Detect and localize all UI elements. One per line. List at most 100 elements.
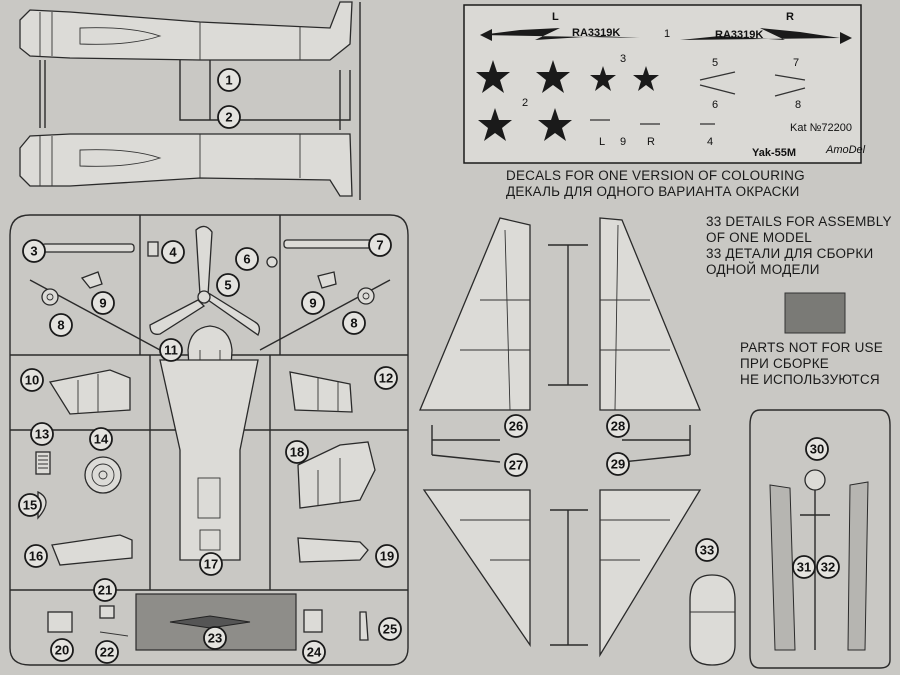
part-number-19: 19: [375, 544, 399, 568]
svg-text:12: 12: [379, 371, 393, 386]
decal-number-3: 3: [620, 53, 626, 65]
part-number-2: 2: [217, 105, 241, 129]
part-number-24: 24: [302, 640, 326, 664]
part-number-4: 4: [161, 240, 185, 264]
part-number-12: 12: [374, 366, 398, 390]
part-callouts: 1 2 3 4 5 6 7 8 9 9 8 10 11 12 13 14 15 …: [18, 68, 840, 664]
part-number-9: 9: [91, 291, 115, 315]
part-number-23: 23: [203, 626, 227, 650]
not-for-use-caption: PARTS NOT FOR USE ПРИ СБОРКЕ НЕ ИСПОЛЬЗУ…: [740, 340, 883, 388]
part-number-27: 27: [504, 453, 528, 477]
svg-text:33: 33: [700, 543, 714, 558]
svg-text:9: 9: [99, 296, 106, 311]
registration-left: RA3319K: [572, 27, 620, 39]
svg-text:8: 8: [350, 316, 357, 331]
part-number-6: 6: [235, 247, 259, 271]
decal-number-8: 8: [795, 99, 801, 111]
main-sprue-parts: [35, 225, 377, 651]
details-caption-ru-1: 33 ДЕТАЛИ ДЛЯ СБОРКИ: [706, 246, 874, 261]
decal-number-4: 4: [707, 136, 713, 148]
svg-text:31: 31: [797, 560, 811, 575]
decal-sheet: [463, 4, 862, 164]
part-number-29: 29: [606, 452, 630, 476]
svg-text:16: 16: [29, 549, 43, 564]
details-caption-en-1: 33 DETAILS FOR ASSEMBLY: [706, 214, 892, 229]
part-number-8b: 8: [342, 311, 366, 335]
part-number-9b: 9: [301, 291, 325, 315]
main-sprue-frame: [9, 214, 409, 666]
part-number-8: 8: [49, 313, 73, 337]
part-number-10: 10: [20, 368, 44, 392]
svg-text:24: 24: [307, 645, 322, 660]
part-number-3: 3: [22, 239, 46, 263]
svg-text:13: 13: [35, 427, 49, 442]
decals-caption-en: DECALS FOR ONE VERSION OF COLOURING: [506, 168, 805, 183]
svg-text:19: 19: [380, 549, 394, 564]
part-number-28: 28: [606, 414, 630, 438]
part-number-17: 17: [199, 552, 223, 576]
svg-text:8: 8: [57, 318, 64, 333]
svg-text:6: 6: [243, 252, 250, 267]
part-number-11: 11: [159, 338, 183, 362]
decal-labels: L R RA3319K RA3319K 1 2 3 4 5 6 7 8 9 L …: [522, 11, 866, 159]
decal-right-marker: R: [786, 11, 794, 23]
model-name: Yak-55M: [752, 147, 796, 159]
not-for-use-en: PARTS NOT FOR USE: [740, 340, 883, 355]
details-caption-ru-2: ОДНОЙ МОДЕЛИ: [706, 262, 820, 277]
svg-text:15: 15: [23, 498, 37, 513]
unused-parts-swatch: [784, 292, 846, 334]
part-number-21: 21: [93, 578, 117, 602]
svg-text:27: 27: [509, 458, 523, 473]
fuselage-halves: [19, 1, 361, 200]
svg-text:25: 25: [383, 622, 397, 637]
svg-text:22: 22: [100, 645, 114, 660]
svg-text:5: 5: [224, 278, 231, 293]
part-number-26: 26: [504, 414, 528, 438]
part-number-5: 5: [216, 273, 240, 297]
part-number-20: 20: [50, 638, 74, 662]
part-number-1: 1: [217, 68, 241, 92]
wings-sprue: [419, 217, 702, 658]
decals-caption-ru: ДЕКАЛЬ ДЛЯ ОДНОГО ВАРИАНТА ОКРАСКИ: [506, 184, 800, 199]
decals-caption: DECALS FOR ONE VERSION OF COLOURING ДЕКА…: [506, 168, 805, 200]
not-for-use-ru-2: НЕ ИСПОЛЬЗУЮТСЯ: [740, 372, 880, 387]
svg-text:28: 28: [611, 419, 625, 434]
part-number-13: 13: [30, 422, 54, 446]
not-for-use-ru-1: ПРИ СБОРКЕ: [740, 356, 829, 371]
svg-text:3: 3: [30, 244, 37, 259]
decal-number-7: 7: [793, 57, 799, 69]
svg-text:10: 10: [25, 373, 39, 388]
part-number-18: 18: [285, 440, 309, 464]
svg-text:26: 26: [509, 419, 523, 434]
svg-text:30: 30: [810, 442, 824, 457]
decal-number-2: 2: [522, 97, 528, 109]
brand-logo: AmoDel: [825, 144, 866, 156]
decal-number-6: 6: [712, 99, 718, 111]
svg-text:20: 20: [55, 643, 69, 658]
part-number-14: 14: [89, 427, 113, 451]
decal-left-marker: L: [552, 11, 559, 23]
part-number-16: 16: [24, 544, 48, 568]
svg-text:1: 1: [225, 73, 232, 88]
part-number-32: 32: [816, 555, 840, 579]
svg-text:11: 11: [164, 343, 178, 358]
svg-text:23: 23: [208, 631, 222, 646]
svg-text:4: 4: [169, 245, 177, 260]
decal-small-l: L: [599, 136, 605, 148]
unused-parts-frame: [749, 409, 891, 669]
details-caption-en-2: OF ONE MODEL: [706, 230, 812, 245]
svg-text:21: 21: [98, 583, 112, 598]
decal-small-r: R: [647, 136, 655, 148]
part-number-22: 22: [95, 640, 119, 664]
part-number-15: 15: [18, 493, 42, 517]
decal-number-9: 9: [620, 136, 626, 148]
svg-text:14: 14: [94, 432, 109, 447]
decal-stripes: [590, 71, 806, 125]
decal-number-5: 5: [712, 57, 718, 69]
svg-text:2: 2: [225, 110, 232, 125]
part-number-31: 31: [792, 555, 816, 579]
svg-text:29: 29: [611, 457, 625, 472]
part-number-7: 7: [368, 233, 392, 257]
decal-number-1: 1: [664, 28, 670, 40]
